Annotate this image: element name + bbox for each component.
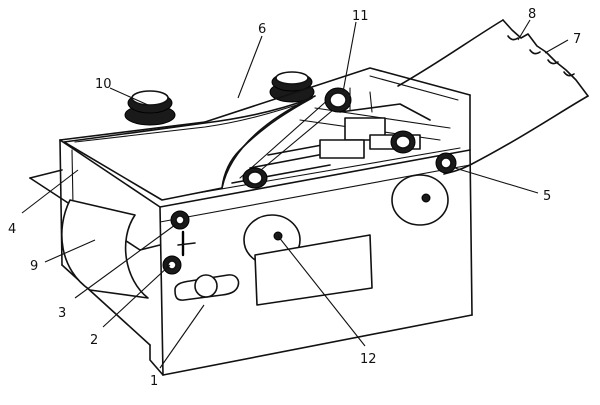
label-9: 9	[30, 259, 38, 274]
key-slot	[174, 274, 240, 301]
label-1: 1	[150, 374, 158, 389]
label-3: 3	[58, 306, 66, 321]
guide-roller	[435, 152, 457, 174]
label-10: 10	[95, 77, 112, 92]
gear-roller-right	[390, 130, 416, 154]
label-6: 6	[258, 22, 266, 37]
label-12: 12	[360, 352, 377, 367]
label-5: 5	[543, 189, 551, 204]
label-7: 7	[573, 32, 581, 47]
drum-roller-right	[269, 71, 315, 103]
gear-roller-lower	[242, 167, 268, 189]
front-window	[254, 234, 373, 306]
label-4: 4	[8, 222, 16, 237]
gear-roller-upper	[324, 87, 352, 113]
label-2: 2	[90, 333, 98, 348]
small-roller-top	[170, 210, 190, 230]
small-roller-bottom	[162, 255, 182, 275]
leader-lines	[21, 19, 569, 369]
perforation-notch	[507, 35, 519, 41]
label-11: 11	[352, 9, 369, 24]
reference-labels: 1 2 3 4 5 6 7 8 9 10 11 12	[8, 7, 581, 389]
drum-roller-left	[124, 90, 176, 126]
paper-strip	[397, 19, 589, 175]
cover-plate	[63, 97, 313, 201]
paper-roll-left	[61, 199, 149, 299]
boss-right	[391, 174, 449, 226]
perforation-notch	[547, 59, 559, 65]
interior-mechanism	[221, 87, 451, 189]
perforation-notch	[529, 49, 541, 55]
perforation-notch	[563, 71, 575, 77]
label-8: 8	[528, 7, 536, 22]
